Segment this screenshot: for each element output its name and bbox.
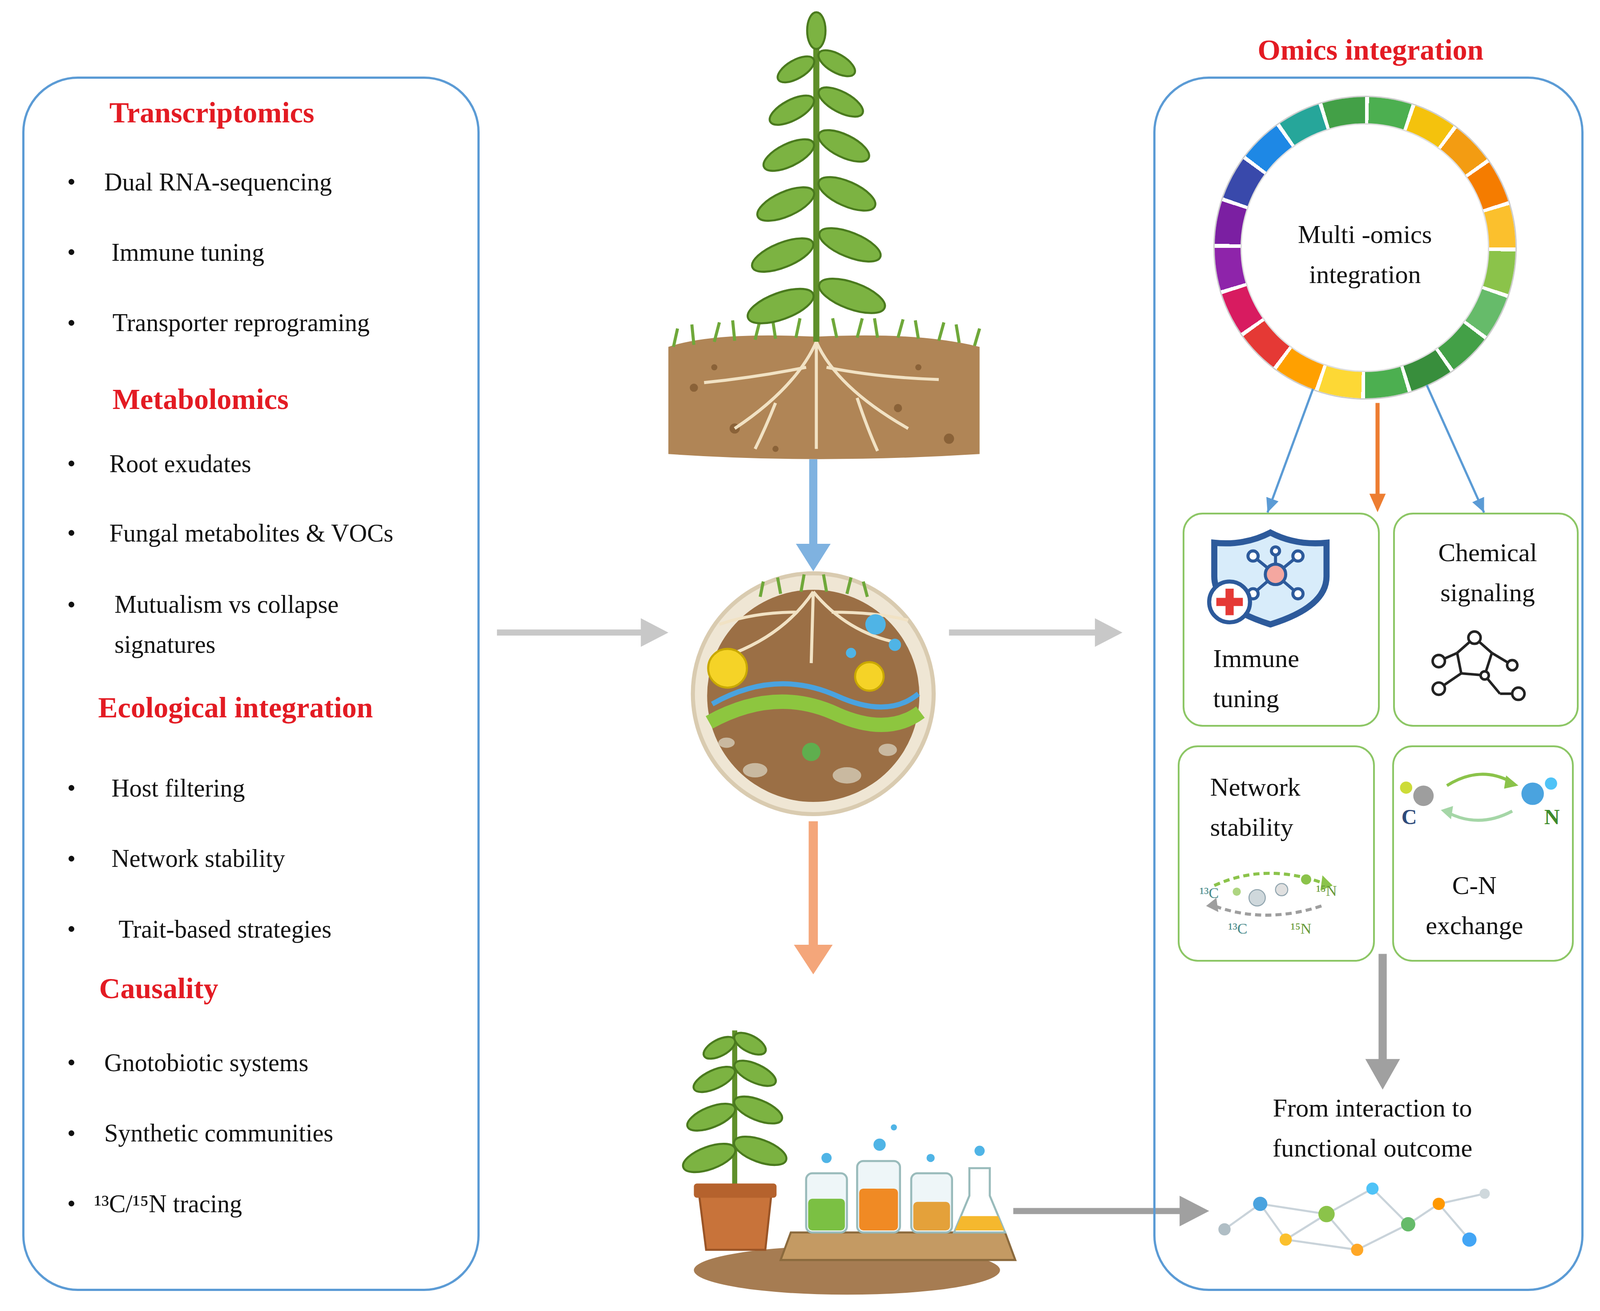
node-text: C-N exchange [1413,865,1536,946]
bullet-dot [68,1200,75,1207]
bullet-dot [68,249,75,255]
bullet-dot [68,925,75,932]
bullet-text: ¹³C/¹⁵N tracing [93,1183,462,1224]
bullet-text: Immune tuning [111,232,479,273]
isotope-label: ¹³C [1228,920,1248,938]
bullet-dot [68,1059,75,1066]
isotope-label: ¹⁵N [1290,920,1312,938]
bullet-text: Network stability [111,838,479,879]
outcome-box: Network stability [1177,745,1375,962]
panel-heading: Omics integration [1155,29,1587,70]
bullet-text: Host filtering [111,767,479,809]
section-heading: Ecological integration [98,687,466,728]
method-panel: TranscriptomicsDual RNA-sequencingImmune… [22,76,480,1291]
bullet-dot [68,178,75,185]
section-heading: Causality [99,968,467,1009]
bullet-dot [68,529,75,536]
node-text: Chemical signaling [1399,532,1576,613]
bullet-text: Transporter reprograming [112,302,481,343]
section-heading: Metabolomics [112,379,481,420]
bullet-text: Gnotobiotic systems [104,1042,472,1083]
flow-arrow [1426,384,1484,513]
bullet-text: Dual RNA-sequencing [104,161,472,203]
outcome-box: Chemical signaling [1393,512,1579,728]
bullet-text: Synthetic communities [104,1112,472,1153]
outcome-box: Immune tuning [1182,512,1380,728]
bullet-text: Root exudates [109,443,477,484]
bullet-dot [68,784,75,791]
bullet-dot [68,319,75,326]
bullet-dot [68,1130,75,1136]
node-text: Network stability [1210,767,1364,848]
outcome-box: C-N exchange [1392,745,1574,962]
bullet-dot [68,460,75,467]
bullet-text: Fungal metabolites & VOCs [109,513,477,554]
isotope-label: ¹⁵N [1316,882,1338,900]
isotope-label: N [1544,804,1560,829]
bullet-dot [68,601,75,608]
isotope-label: C [1401,804,1418,829]
flow-arrow [1267,388,1314,513]
bullet-text: Trait-based strategies [118,909,486,950]
node-text: Multi -omics integration [1271,214,1459,295]
section-heading: Transcriptomics [109,92,477,133]
bullet-text: Mutualism vs collapse signatures [114,584,411,665]
outcome-label: From interaction to functional outcome [1244,1087,1500,1168]
bullet-dot [68,855,75,862]
omics-circle: Multi -omics integration [1214,96,1516,399]
node-text: Immune tuning [1213,638,1336,719]
isotope-label: ¹³C [1199,884,1219,902]
